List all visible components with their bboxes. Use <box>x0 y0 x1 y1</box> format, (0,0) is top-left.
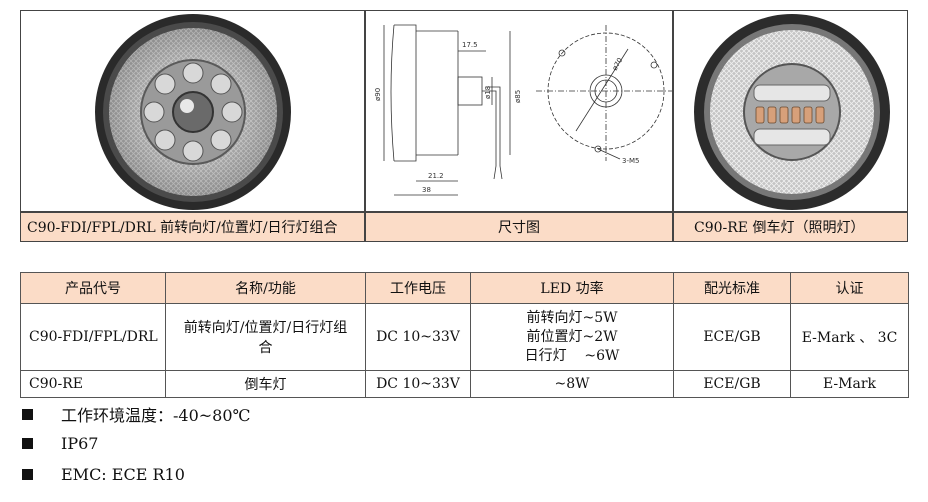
dim-21-2: 21.2 <box>428 172 444 180</box>
header-voltage: 工作电压 <box>365 272 471 304</box>
caption-drawing: 尺寸图 <box>365 212 673 242</box>
bullet-text: 工作环境温度：-40~80℃ <box>61 406 251 425</box>
power-line: 前位置灯~2W <box>526 328 618 345</box>
cell-power: 前转向灯~5W 前位置灯~2W 日行灯 ~6W <box>470 303 674 371</box>
round-lamp-front-image <box>95 14 291 210</box>
square-bullet-icon <box>22 408 33 420</box>
table-header-row: 产品代号 名称/功能 工作电压 LED 功率 配光标准 认证 <box>20 272 909 304</box>
dim-d70: ø70 <box>611 57 625 72</box>
cell-voltage: DC 10~33V <box>365 370 471 398</box>
dim-3-m5: 3-M5 <box>622 157 639 165</box>
dim-17-5: 17.5 <box>462 41 478 49</box>
caption-product-2: C90-RE 倒车灯（照明灯） <box>673 212 908 242</box>
cell-code: C90-RE <box>20 370 166 398</box>
header-code: 产品代号 <box>20 272 166 304</box>
dim-d18: ø18 <box>484 86 492 99</box>
bullet-item: 工作环境温度：-40~80℃ <box>22 402 250 426</box>
cell-power: ~8W <box>470 370 674 398</box>
caption-product-1: C90-FDI/FPL/DRL 前转向灯/位置灯/日行灯组合 <box>20 212 365 242</box>
cell-standard: ECE/GB <box>673 370 791 398</box>
square-bullet-icon <box>22 438 33 449</box>
cell-standard: ECE/GB <box>673 303 791 371</box>
technical-drawing-image: 17.5 ø90 ø85 ø18 21.2 38 ø70 3-M5 <box>374 24 672 196</box>
cell-code: C90-FDI/FPL/DRL <box>20 303 166 371</box>
bullet-item: IP67 <box>22 434 98 453</box>
dim-d85: ø85 <box>514 90 522 103</box>
header-standard: 配光标准 <box>673 272 791 304</box>
square-bullet-icon <box>22 469 33 480</box>
header-power: LED 功率 <box>470 272 674 304</box>
bullet-text: EMC: ECE R10 <box>61 465 185 484</box>
table-row: C90-FDI/FPL/DRL 前转向灯/位置灯/日行灯组合 DC 10~33V… <box>20 303 909 371</box>
power-line: 日行灯 ~6W <box>524 347 620 364</box>
cell-voltage: DC 10~33V <box>365 303 471 371</box>
cell-cert: E-Mark <box>790 370 909 398</box>
header-name: 名称/功能 <box>165 272 366 304</box>
dim-d90: ø90 <box>374 88 382 101</box>
cell-cert: E-Mark 、 3C <box>790 303 909 371</box>
dimension-drawing: 17.5 ø90 ø85 ø18 21.2 38 ø70 3-M5 <box>365 10 673 212</box>
dim-38: 38 <box>422 186 431 194</box>
power-line: 前转向灯~5W <box>526 309 618 326</box>
bullet-item: EMC: ECE R10 <box>22 465 185 484</box>
product-photo-c90-fdi <box>20 10 365 212</box>
product-photo-c90-re <box>673 10 908 212</box>
cell-name: 前转向灯/位置灯/日行灯组合 <box>165 303 366 371</box>
spec-table: 产品代号 名称/功能 工作电压 LED 功率 配光标准 认证 C90-FDI/F… <box>20 272 909 398</box>
cell-name: 倒车灯 <box>165 370 366 398</box>
header-cert: 认证 <box>790 272 909 304</box>
bullet-text: IP67 <box>61 434 99 453</box>
table-row: C90-RE 倒车灯 DC 10~33V ~8W ECE/GB E-Mark <box>20 370 909 398</box>
round-lamp-reverse-image <box>694 14 890 210</box>
